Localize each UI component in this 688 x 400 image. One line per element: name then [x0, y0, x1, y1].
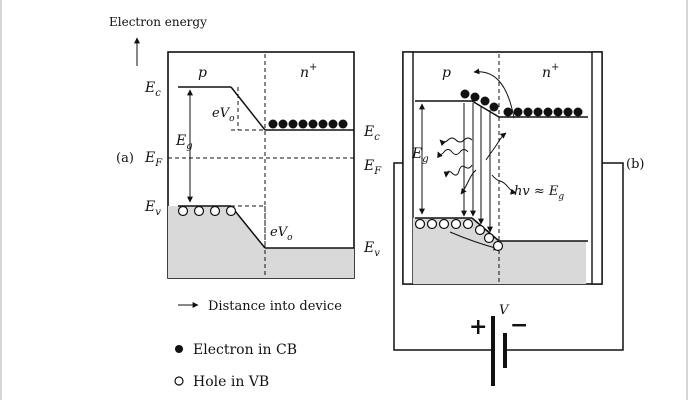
- hole: [483, 232, 495, 244]
- electron: [480, 96, 490, 106]
- electron: [503, 107, 513, 117]
- electron: [533, 107, 543, 117]
- battery-plus: +: [469, 314, 487, 340]
- electron-legend-label: Electron in CB: [193, 342, 297, 358]
- electron: [543, 107, 553, 117]
- photon-energy-label: hv ≈ Eg: [514, 184, 564, 202]
- panel-b-electrons: [460, 89, 583, 117]
- panel-b-p-label: p: [442, 65, 451, 81]
- electron: [268, 119, 278, 129]
- electron: [328, 119, 338, 129]
- recombination-arrows: [461, 103, 493, 233]
- distance-label: Distance into device: [208, 299, 342, 314]
- panel-a-holes: [177, 205, 237, 217]
- hole: [193, 205, 205, 217]
- hole: [462, 218, 474, 230]
- hole: [474, 224, 486, 236]
- electron: [513, 107, 523, 117]
- panel-a-ef-right: EF: [363, 158, 382, 177]
- hole: [438, 218, 450, 230]
- panel-a-p-label: p: [198, 65, 207, 81]
- panel-b-n-label: n+: [542, 62, 559, 81]
- electron: [489, 102, 499, 112]
- battery-voltage-label: V: [499, 303, 510, 318]
- electron: [563, 107, 573, 117]
- energy-axis: Electron energy: [109, 15, 207, 66]
- electron: [298, 119, 308, 129]
- electron: [573, 107, 583, 117]
- panel-b-gap-label: Eg: [411, 146, 429, 165]
- hole: [414, 218, 426, 230]
- panel-a-gap-label: Eg: [175, 133, 193, 152]
- hole-legend-icon: [174, 376, 184, 386]
- electron: [308, 119, 318, 129]
- panel-a-ec-left: Ec: [144, 80, 161, 99]
- battery-minus: −: [510, 312, 528, 338]
- hole: [450, 218, 462, 230]
- panel-b: + − V: [393, 51, 644, 386]
- electron: [278, 119, 288, 129]
- right-contact: [591, 51, 603, 285]
- hole: [177, 205, 189, 217]
- panel-b-holes: [414, 218, 504, 252]
- panel-a-tag: (a): [116, 151, 134, 166]
- electron-legend-icon: [175, 345, 183, 353]
- circuit-wire-right: [505, 162, 624, 351]
- panel-b-tag: (b): [626, 157, 644, 172]
- electron-energy-label: Electron energy: [109, 15, 207, 29]
- electron: [460, 89, 470, 99]
- electron: [338, 119, 348, 129]
- panel-a: (a) p n+ Ec EF Ev Ec EF Ev Eg eVo eVo: [116, 51, 382, 279]
- panel-a-valence-fill: [168, 206, 354, 278]
- electron: [523, 107, 533, 117]
- panel-a-electrons: [268, 119, 348, 129]
- left-contact: [402, 51, 414, 285]
- hole: [225, 205, 237, 217]
- hole: [209, 205, 221, 217]
- legend: Distance into device Electron in CB Hole…: [174, 299, 342, 390]
- panel-a-ef-left: EF: [144, 150, 163, 169]
- panel-a-ev-right: Ev: [363, 240, 380, 259]
- photon-emission: [437, 132, 517, 195]
- hole-legend-label: Hole in VB: [193, 374, 269, 390]
- panel-a-ev-left: Ev: [144, 199, 161, 218]
- electron-injection-arrow: [473, 68, 515, 119]
- panel-a-n-label: n+: [300, 62, 317, 81]
- electron: [553, 107, 563, 117]
- electron: [288, 119, 298, 129]
- hole: [492, 240, 504, 252]
- electron: [318, 119, 328, 129]
- panel-a-barrier-top: eVo: [212, 106, 235, 124]
- panel-a-ec-right: Ec: [363, 124, 380, 143]
- panel-a-barrier-bottom: eVo: [270, 225, 293, 243]
- hole: [426, 218, 438, 230]
- electron: [470, 92, 480, 102]
